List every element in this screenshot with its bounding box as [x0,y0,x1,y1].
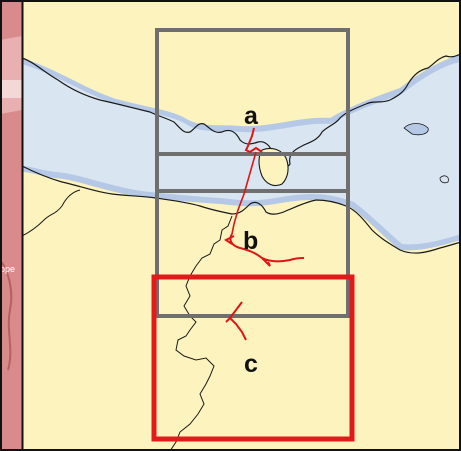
label-c: c [244,350,258,378]
highlight-frame [151,274,355,442]
bay-shape-2 [439,175,449,184]
inland-boundary-west [21,189,81,237]
label-b: b [243,227,258,255]
route-c [225,301,247,341]
route-b [224,233,305,267]
inset-map-water [0,36,22,114]
route-a-to-b [231,151,257,235]
inset-map-road [0,259,13,371]
inset-map-lightpatch [0,80,22,98]
inland-boundary-south [169,215,233,451]
inset-partial-label: ope [0,264,15,274]
bay-shape-1 [403,123,429,136]
label-a: a [244,102,259,130]
route-a [244,127,263,154]
south-coastline [21,165,461,254]
